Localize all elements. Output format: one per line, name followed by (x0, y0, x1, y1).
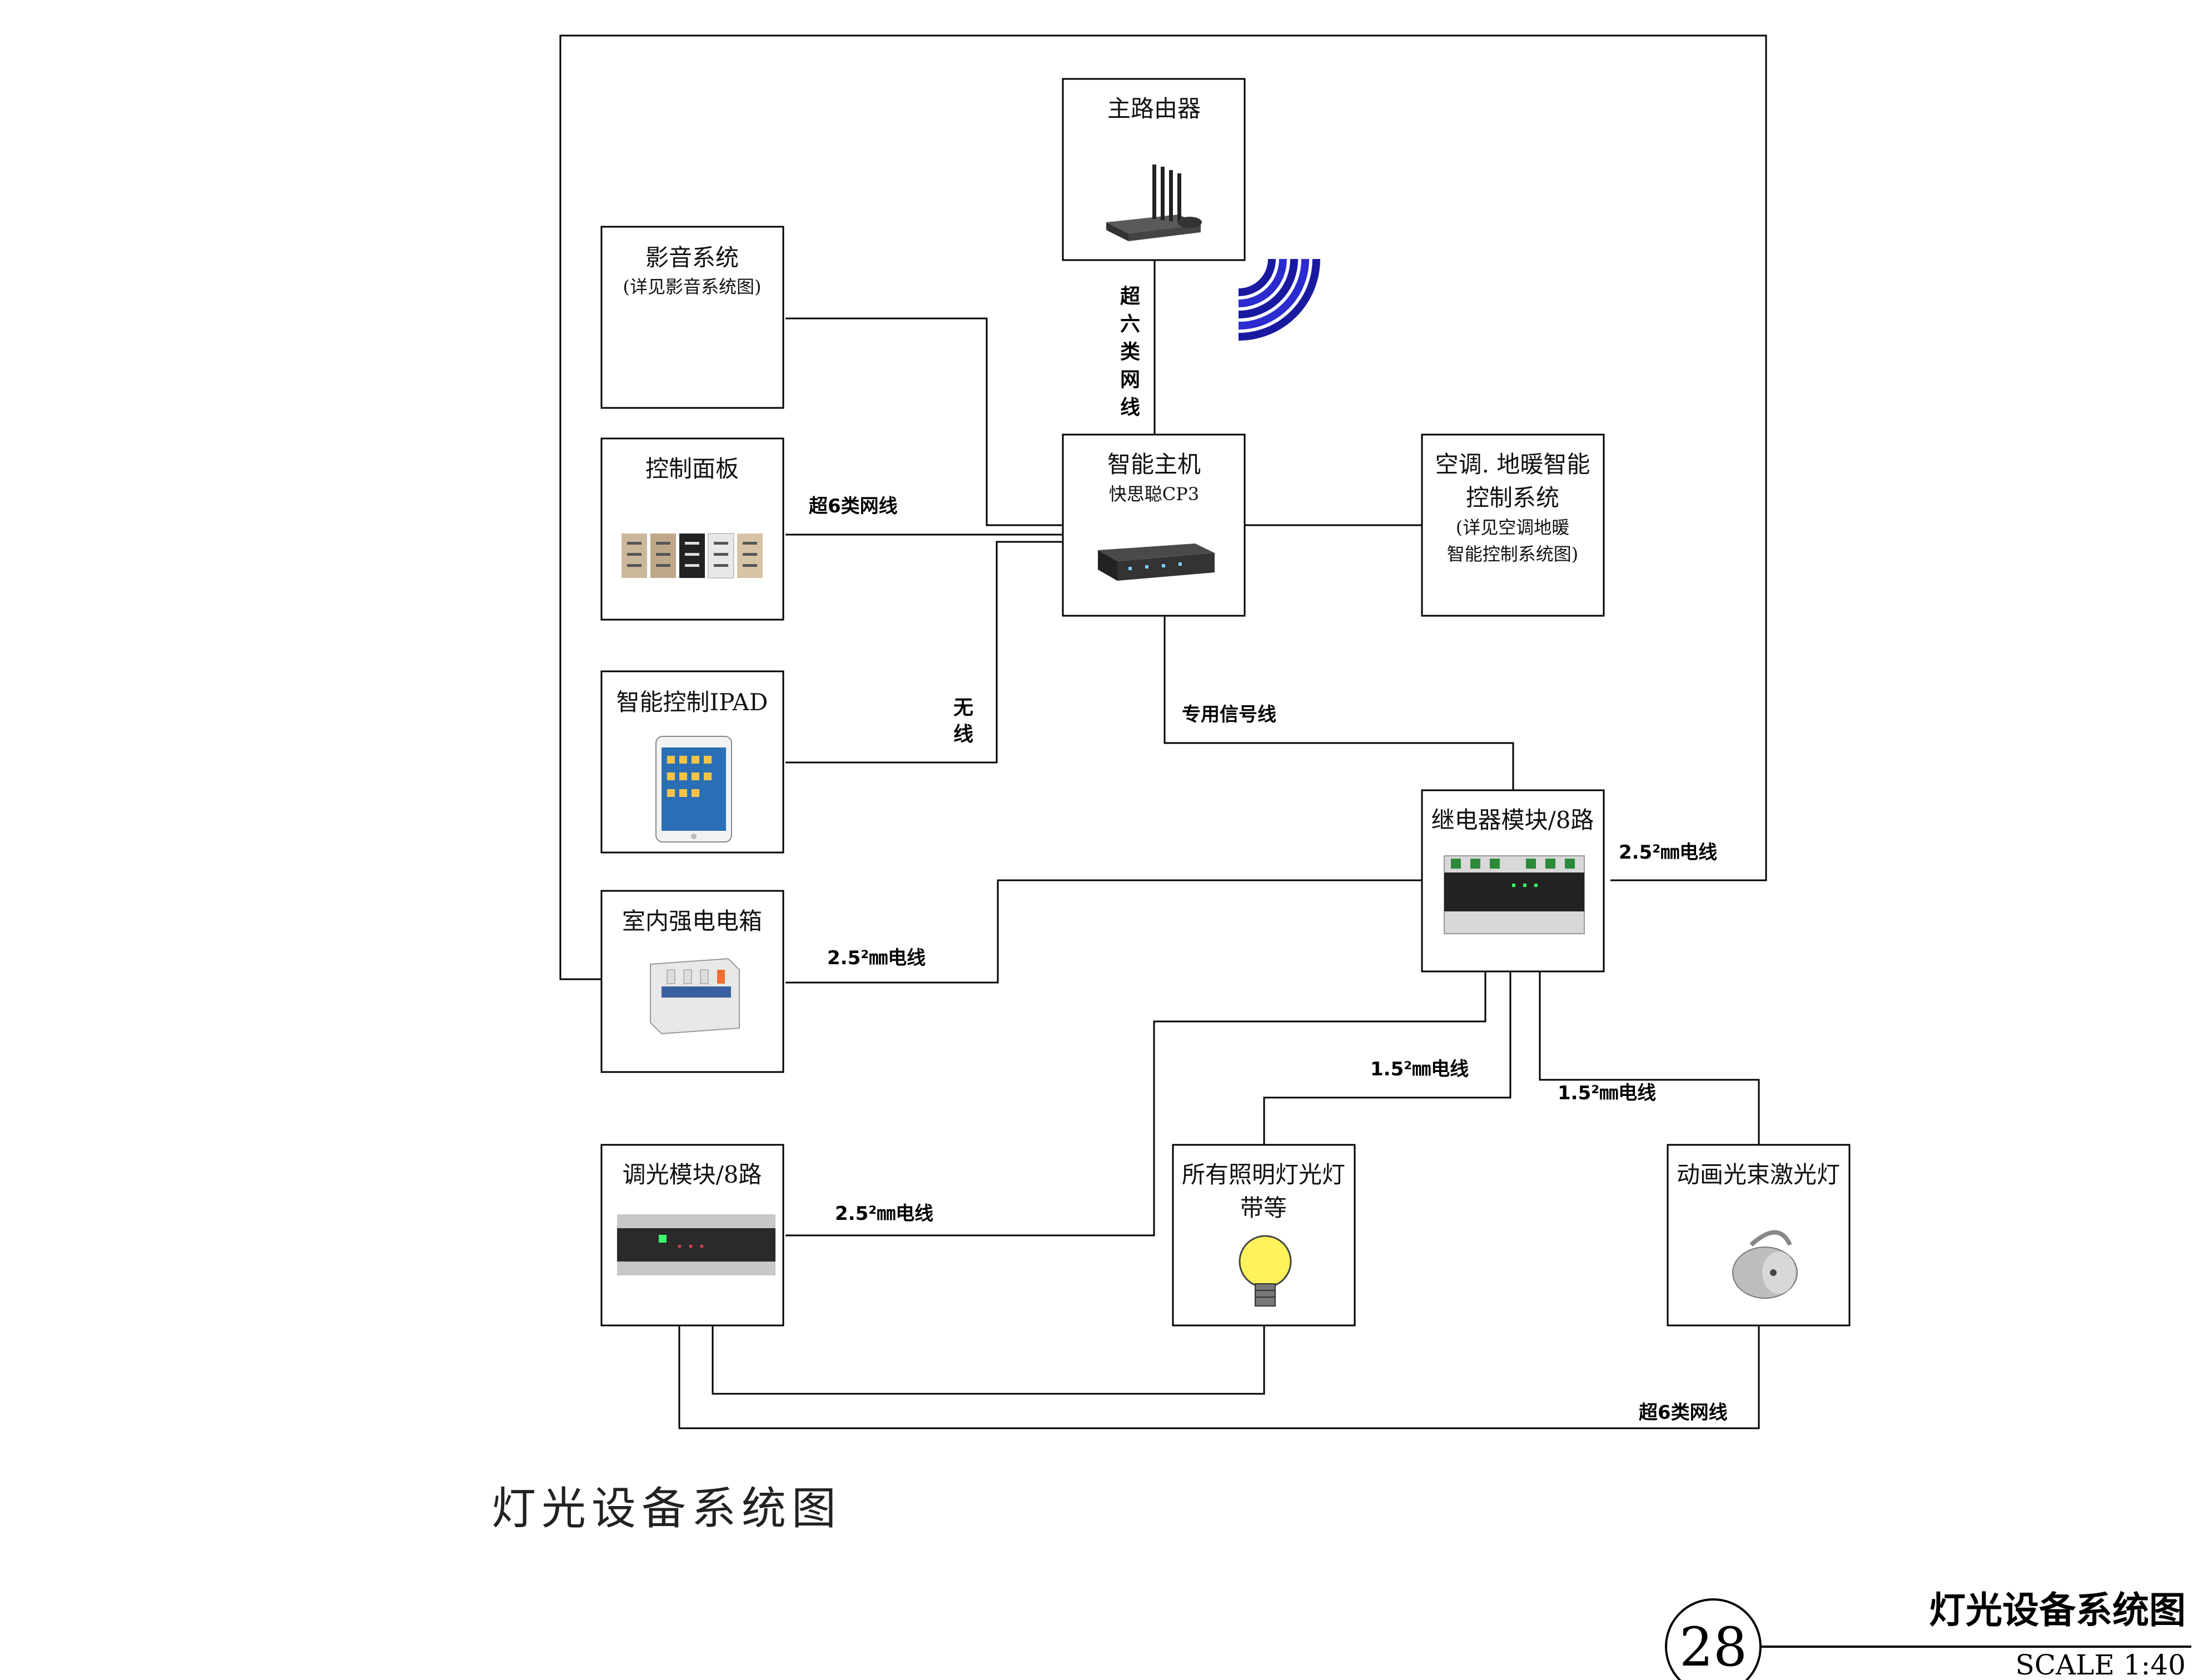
wire-dimmer-lighting (712, 1325, 1265, 1395)
router-box: 主路由器 (1062, 78, 1246, 261)
label-router-host-1: 超 (1120, 285, 1141, 308)
label-router-host-3: 类 (1120, 341, 1140, 363)
light-bulb-icon (1239, 1235, 1292, 1307)
lighting-box: 所有照明灯光灯 带等 (1172, 1144, 1356, 1327)
dimmer-module-box: 调光模块/8路 (600, 1144, 784, 1327)
wire-relay-lighting (1263, 971, 1511, 1145)
title-block-title: 灯光设备系统图 (1929, 1589, 2186, 1632)
ipad-icon (655, 736, 732, 843)
relay-module-title: 继电器模块/8路 (1431, 806, 1594, 834)
hvac-title-line1: 空调. 地暖智能 (1435, 451, 1590, 478)
wire-host-relay (1163, 616, 1514, 790)
laser-light-icon (1732, 1230, 1798, 1299)
dimmer-module-title: 调光模块/8路 (623, 1161, 762, 1188)
control-panel-title: 控制面板 (645, 455, 739, 482)
lighting-title-line2: 带等 (1240, 1194, 1287, 1222)
router-title: 主路由器 (1107, 95, 1201, 122)
wifi-signal-icon (1238, 258, 1320, 341)
laser-light-box: 动画光束激光灯 (1667, 1144, 1851, 1327)
relay-module-box: 继电器模块/8路 (1421, 789, 1605, 973)
label-dimmer-relay: 2.5²㎜电线 (835, 1203, 933, 1225)
ipad-title: 智能控制IPAD (616, 689, 768, 716)
label-panel-host: 超6类网线 (809, 495, 898, 517)
label-ipad-host-2: 线 (953, 723, 973, 746)
wire-ipad-host (785, 541, 1063, 764)
label-host-relay: 专用信号线 (1182, 704, 1276, 726)
av-system-subtitle: (详见影音系统图) (623, 276, 762, 297)
wire-relay-laser (1539, 971, 1760, 1145)
distribution-box-title: 室内强电电箱 (622, 908, 762, 935)
control-host-icon (1098, 544, 1215, 581)
smart-host-title: 智能主机 (1107, 451, 1201, 478)
label-box-relay: 2.5²㎜电线 (827, 947, 926, 969)
label-relay-outer: 2.5²㎜电线 (1619, 841, 1717, 864)
relay-module-icon (1444, 855, 1585, 934)
breaker-icon (650, 958, 740, 1035)
hvac-title-line2: 控制系统 (1466, 484, 1559, 511)
hvac-subtitle-line2: 智能控制系统图) (1447, 544, 1579, 565)
label-router-host-4: 网 (1120, 368, 1140, 391)
wire-box-relay (785, 879, 1422, 984)
label-ipad-host-1: 无 (953, 696, 973, 719)
label-relay-laser: 1.5²㎜电线 (1558, 1082, 1656, 1104)
distribution-box: 室内强电电箱 (600, 890, 784, 1073)
label-router-host-5: 线 (1120, 396, 1140, 419)
title-block-scale: SCALE 1:40 (2016, 1649, 2186, 1680)
lighting-title-line1: 所有照明灯光灯 (1182, 1161, 1345, 1188)
hvac-box: 空调. 地暖智能 控制系统 (详见空调地暖 智能控制系统图) (1421, 433, 1605, 617)
title-block-number: 28 (1679, 1616, 1747, 1678)
av-system-box: 影音系统 (详见影音系统图) (600, 226, 784, 409)
av-system-title: 影音系统 (645, 244, 739, 271)
router-icon (1106, 164, 1202, 241)
wire-relay-dimmer (785, 971, 1486, 1237)
ipad-box: 智能控制IPAD (600, 670, 784, 854)
laser-light-title: 动画光束激光灯 (1677, 1161, 1840, 1188)
wire-av-host (785, 317, 1063, 526)
label-relay-lighting: 1.5²㎜电线 (1370, 1058, 1469, 1080)
hvac-subtitle-line1: (详见空调地暖 (1456, 517, 1570, 538)
wire-labels: 超 六 类 网 线 超6类网线 无 线 专用信号线 2.5²㎜电线 2.5²㎜电… (809, 285, 1728, 1424)
wall-panel-icon (621, 533, 763, 579)
smart-host-subtitle: 快思聪CP3 (1109, 483, 1199, 505)
control-panel-box: 控制面板 (600, 437, 784, 621)
drawing-title: 灯光设备系统图 (491, 1483, 842, 1534)
wire-outer-loop (559, 34, 1767, 980)
dimmer-module-icon (617, 1214, 775, 1275)
title-block: 28 灯光设备系统图 SCALE 1:40 (1665, 1589, 2191, 1680)
wire-dimmer-laser (678, 1325, 1760, 1429)
label-router-host-2: 六 (1120, 313, 1140, 336)
label-dimmer-laser: 超6类网线 (1639, 1402, 1728, 1424)
smart-host-box: 智能主机 快思聪CP3 (1062, 433, 1246, 617)
wires (559, 34, 1767, 1429)
